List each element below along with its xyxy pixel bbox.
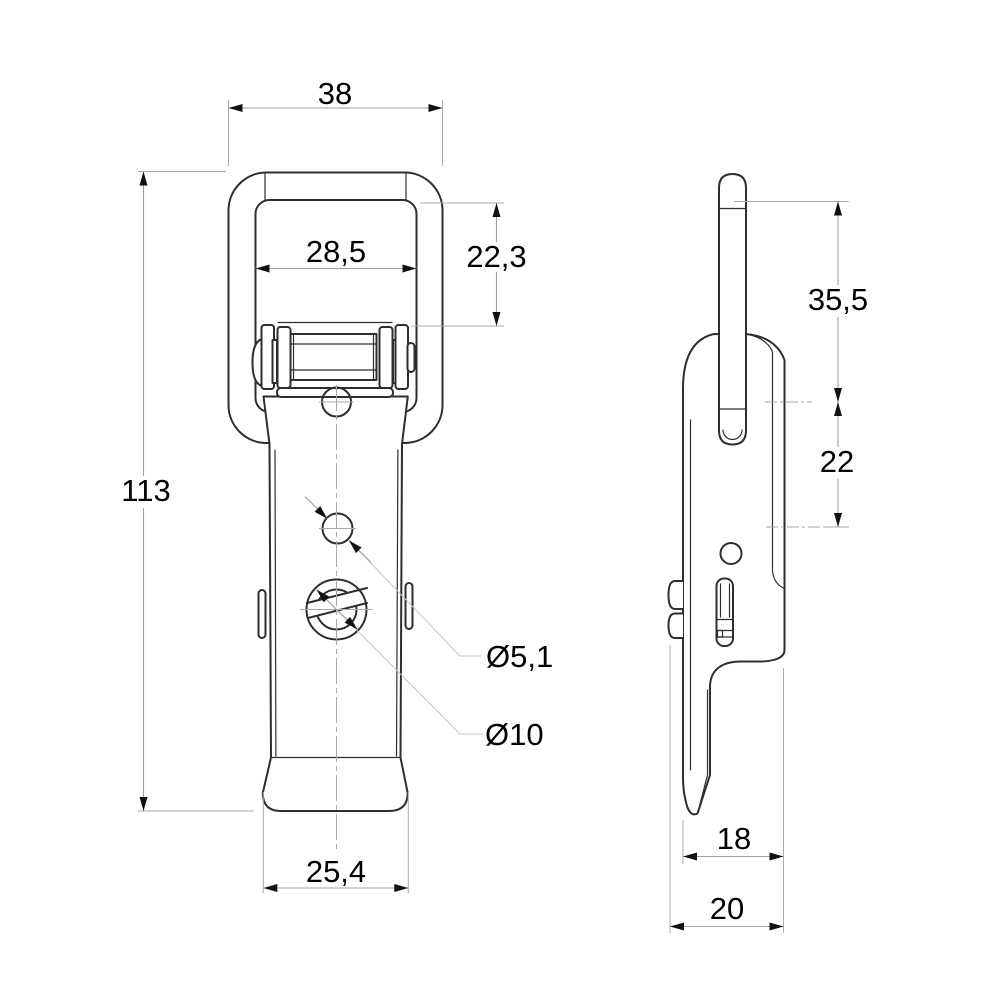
dim-inner-width: 28,5 (255, 234, 417, 273)
side-stud-notch (716, 629, 724, 638)
flange-outer-right (394, 324, 409, 390)
label-mask (806, 285, 870, 317)
dim-pivot-to-slot-label: 22 (820, 444, 854, 479)
side-stud-lines (715, 583, 734, 638)
arrow-upper (316, 589, 337, 610)
pivot-base-plate (276, 387, 394, 398)
flange-strip-left (271, 339, 278, 384)
side-stud (715, 577, 734, 647)
arrow-upper (304, 496, 328, 520)
leader-line (316, 589, 483, 735)
dim-overall-depth: 20 (669, 645, 784, 933)
extension-lines (262, 792, 409, 893)
dim-overall-width: 38 (228, 76, 443, 166)
side-left-bump-upper (667, 580, 684, 610)
dim-small-hole: Ø5,1 (304, 496, 553, 674)
pivot-right-tab (406, 342, 416, 373)
side-wire-bend-inner (722, 429, 743, 441)
side-wire-loop (718, 173, 747, 446)
pivot-axle (289, 333, 378, 381)
dim-large-hole-label: Ø10 (485, 717, 544, 752)
bow-tangent-marks (264, 172, 407, 201)
dim-overall-height-label: 113 (121, 473, 170, 508)
axle-lines (289, 333, 378, 381)
dim-inner-width-label: 28,5 (306, 234, 366, 269)
spring-bump-left (251, 338, 263, 387)
arrow-lower (348, 540, 372, 563)
side-wire-lines (718, 207, 747, 410)
arrow-lower (336, 609, 358, 630)
label-mask (818, 447, 857, 479)
dim-overall-depth-label: 20 (710, 891, 744, 926)
dim-base-width-label: 18 (717, 821, 751, 856)
dim-head-height-label: 22,3 (466, 239, 526, 274)
front-view (227, 171, 444, 853)
label-mask (118, 476, 173, 508)
dim-overall-height: 113 (118, 171, 254, 812)
dim-base-width: 18 (682, 668, 784, 933)
dim-small-hole-label: Ø5,1 (486, 639, 553, 674)
dim-head-height: 22,3 (412, 202, 529, 327)
side-plate-inner-lines (689, 333, 785, 807)
lever-inner-edges (274, 449, 399, 757)
side-small-hole (719, 542, 743, 565)
dim-loop-height: 35,5 (734, 201, 870, 402)
dim-loop-height-label: 35,5 (808, 282, 868, 317)
flange-inner-right (378, 326, 394, 389)
extension-lines (412, 202, 504, 327)
extension-lines (138, 171, 254, 812)
dim-foot-width: 25,4 (262, 792, 409, 893)
dim-large-hole: Ø10 (316, 589, 544, 752)
side-view (667, 173, 830, 816)
dimensions: 38 28,5 22,3 113 25,4 (118, 76, 870, 933)
side-left-bump-lower (667, 612, 684, 639)
dim-foot-width-label: 25,4 (306, 854, 366, 889)
side-plate (682, 333, 786, 816)
lever-left-tab (257, 589, 267, 639)
label-mask (464, 242, 529, 272)
flange-inner-left (276, 326, 292, 389)
dim-pivot-to-slot: 22 (818, 402, 857, 528)
dim-overall-width-label: 38 (318, 76, 352, 111)
